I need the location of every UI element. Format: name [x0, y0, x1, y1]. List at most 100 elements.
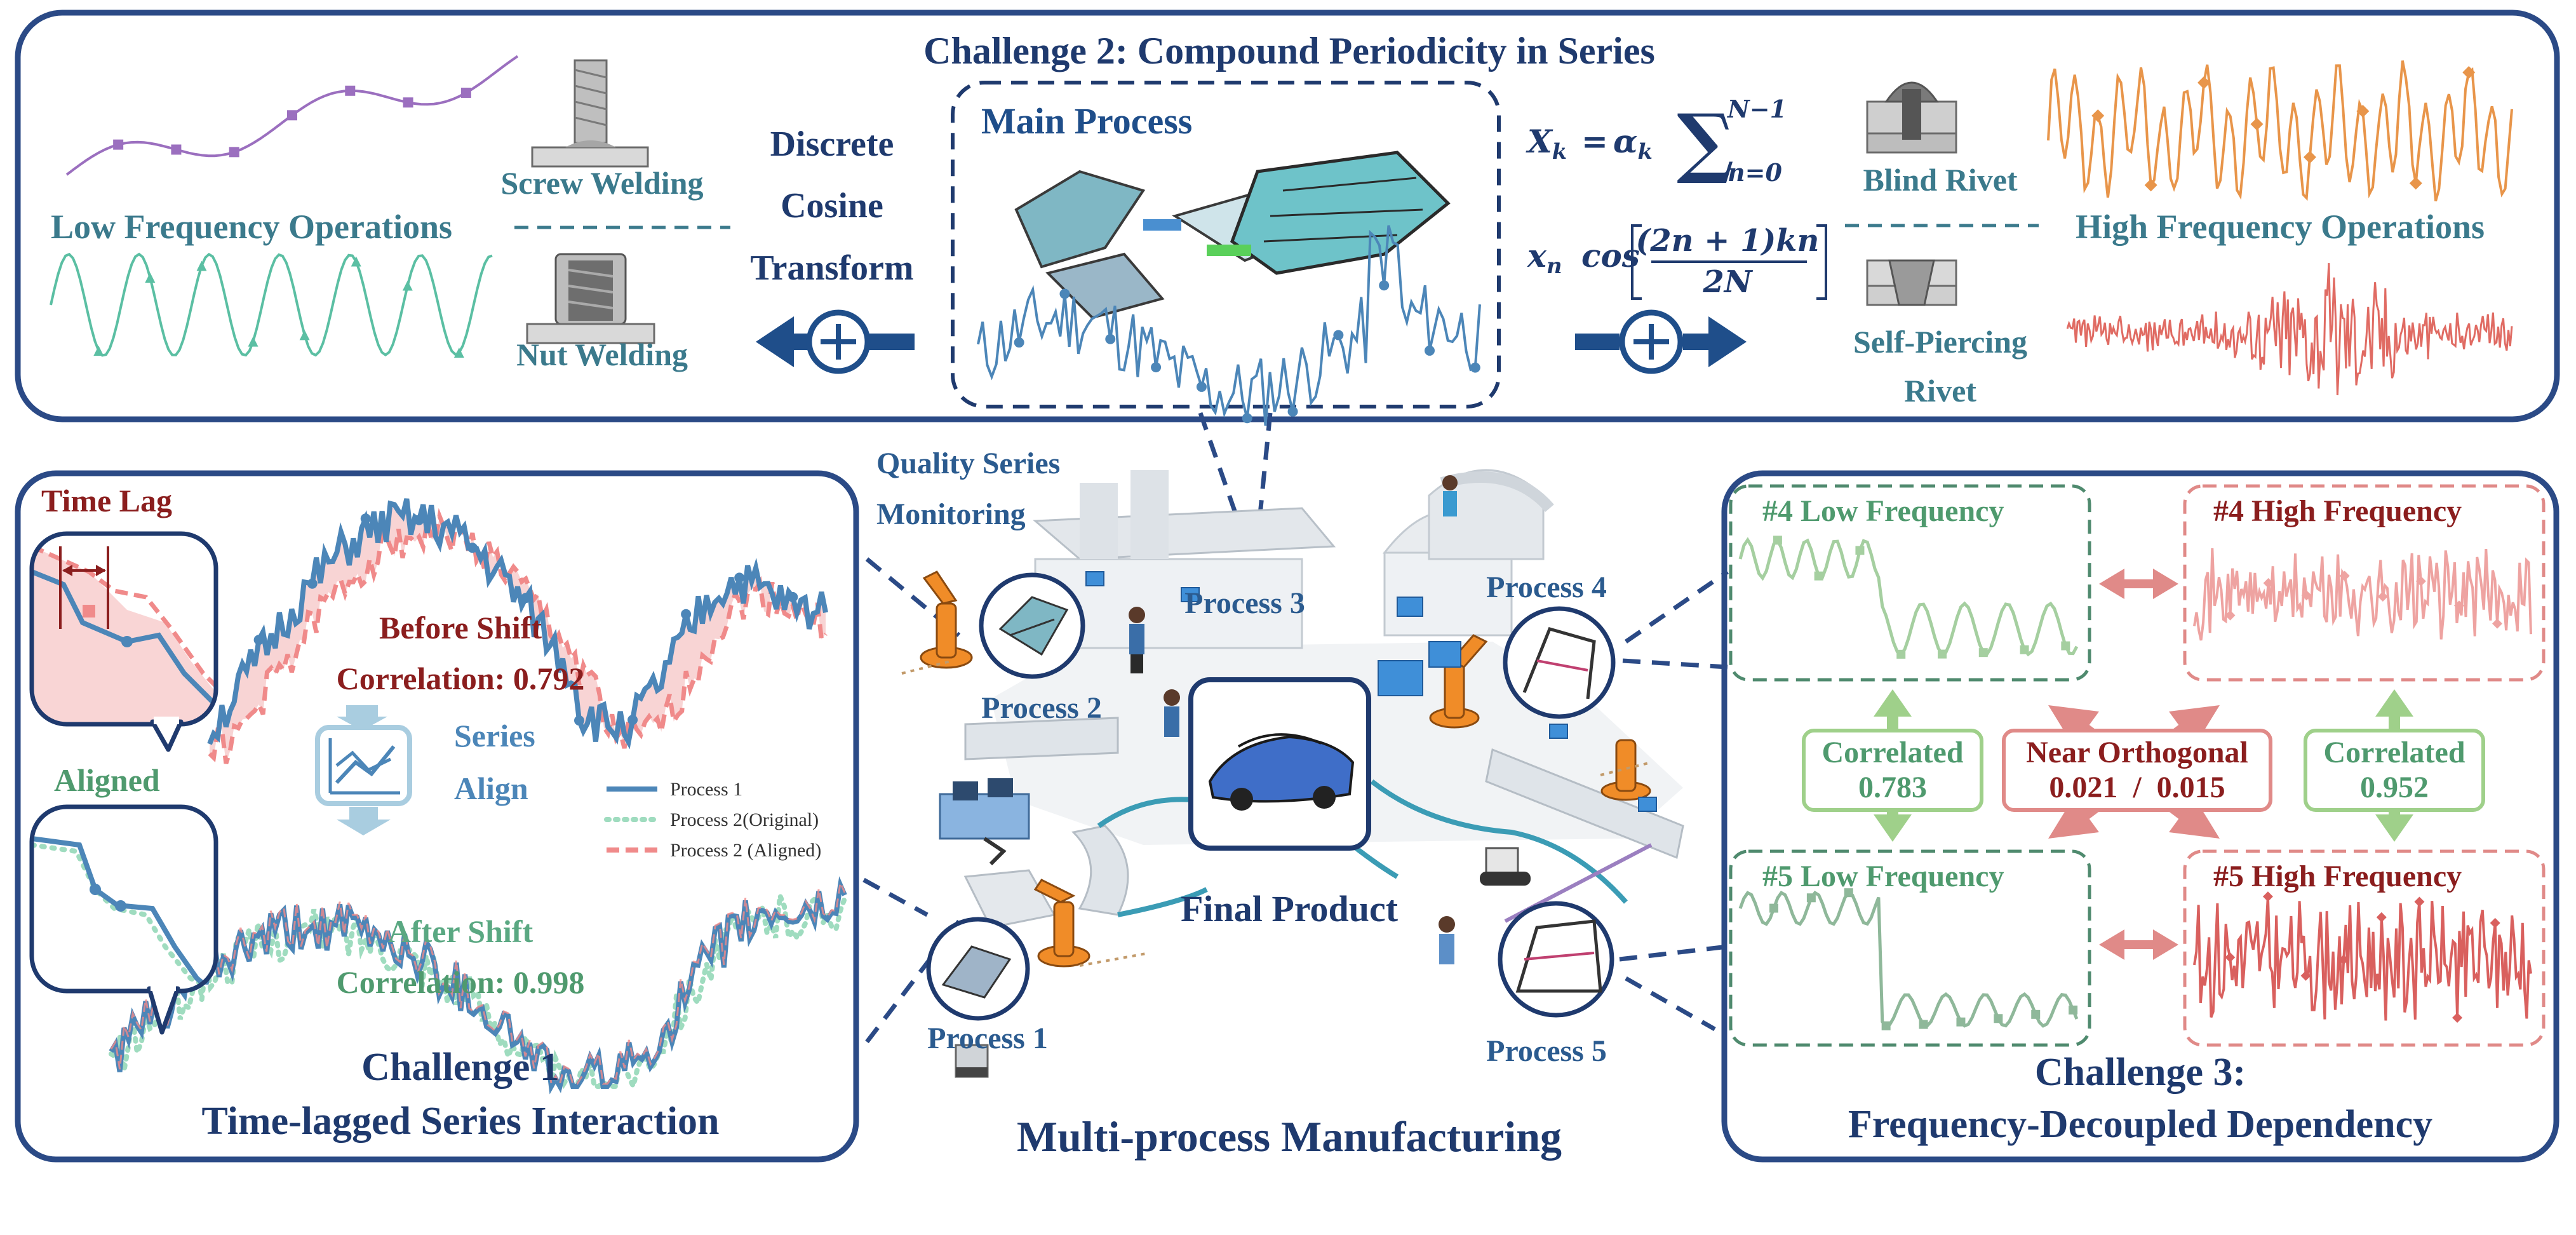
series-marker	[2414, 896, 2425, 907]
series-marker	[145, 272, 156, 283]
challenge1-title: Challenge 1	[361, 1046, 560, 1089]
p5-low-box	[1729, 849, 2091, 1047]
challenge1-legend: Process 1 Process 2(Original) Process 2 …	[604, 779, 821, 861]
series-marker	[1896, 649, 1906, 659]
series-marker	[2263, 577, 2274, 588]
nut-welding-icon	[526, 253, 655, 344]
left-correlated-label: Correlated	[1821, 736, 1963, 769]
series-marker	[520, 593, 531, 604]
p5-high-label: #5 High Frequency	[2213, 860, 2462, 893]
series-marker	[287, 110, 297, 121]
p4-low-label: #4 Low Frequency	[1762, 494, 2004, 528]
series-marker	[2452, 1012, 2463, 1023]
series-marker	[403, 97, 413, 108]
series-marker	[1014, 337, 1024, 348]
series-marker	[2490, 917, 2500, 928]
series-marker	[2303, 151, 2316, 164]
connector-process5-b	[1625, 976, 1716, 1032]
correlation-after-label: Correlation: 0.998	[337, 964, 585, 1000]
blind-rivet-label: Blind Rivet	[1863, 162, 2017, 198]
blind-rivet-icon	[1866, 81, 1957, 154]
left-plus-arrow	[756, 309, 915, 374]
main-process-series	[977, 225, 1481, 426]
series-marker	[1994, 1014, 2003, 1023]
low-frequency-series-purple-markers	[113, 85, 471, 158]
series-marker	[1844, 888, 1853, 898]
dct-line-1: Discrete	[770, 125, 894, 164]
series-marker	[467, 543, 478, 553]
series-marker	[1773, 536, 1782, 545]
left-correlated-value: 0.783	[1858, 771, 1927, 804]
series-marker	[1196, 381, 1207, 392]
aligned-label: Aligned	[54, 762, 160, 798]
series-marker	[627, 715, 638, 725]
series-marker	[2225, 610, 2236, 621]
challenge1-panel: Time Lag Before Shift Correlation: 0.792	[15, 470, 859, 1163]
p4-low-markers	[1773, 536, 2070, 659]
series-marker	[2250, 118, 2264, 131]
series-marker	[1938, 649, 1947, 659]
p5-high-box	[2183, 849, 2546, 1047]
connector-process4	[1622, 658, 1728, 670]
p4-link-arrow	[2099, 569, 2178, 599]
process1-node	[926, 917, 1030, 1021]
p4-low-box	[1729, 484, 2091, 682]
main-process-box	[951, 81, 1501, 408]
self-piercing-rivet-label-2: Rivet	[1904, 373, 1976, 408]
series-marker	[1956, 1017, 1966, 1027]
car-body-assembly-illustration	[1014, 151, 1451, 320]
svg-text:xn: xn	[1527, 237, 1562, 279]
p5-high-markers	[2225, 891, 2500, 1023]
before-shift-label: Before Shift	[379, 610, 542, 645]
near-orthogonal-box	[2002, 729, 2272, 812]
quality-monitoring-label-1: Quality Series	[876, 447, 1060, 480]
screw-welding-icon	[531, 59, 649, 168]
series-marker	[1769, 903, 1778, 913]
p4-low-series	[1738, 537, 2079, 657]
low-frequency-series-mint-markers	[93, 256, 464, 358]
process4-node	[1503, 606, 1616, 719]
series-marker	[1881, 1021, 1891, 1030]
series-marker	[1379, 280, 1390, 291]
svg-text:(2n + 1)kn: (2n + 1)kn	[1636, 223, 1820, 259]
lag-band	[210, 499, 826, 764]
multi-process-manufacturing-title: Multi-process Manufacturing	[1017, 1112, 1562, 1161]
series-marker	[1105, 334, 1116, 344]
series-marker	[2091, 109, 2105, 123]
series-marker	[2409, 177, 2422, 190]
series-marker	[229, 147, 239, 158]
series-marker	[2492, 618, 2502, 629]
right-correlated-value: 0.952	[2360, 771, 2429, 804]
series-marker	[2453, 600, 2464, 611]
right-plus-arrow	[1575, 309, 1747, 374]
connector-main-process	[1198, 412, 1247, 541]
series-marker	[345, 85, 356, 96]
challenge1-frame	[15, 470, 859, 1163]
challenge2-title: Challenge 2: Compound Periodicity in Ser…	[923, 30, 1655, 72]
series-marker	[2338, 954, 2349, 965]
process1-markers-before	[253, 513, 798, 726]
connector-process5	[1619, 944, 1728, 962]
manufacturing-center: Quality Series Monitoring	[862, 412, 1729, 1161]
series-marker	[2225, 952, 2236, 963]
process2-node	[979, 572, 1085, 679]
series-marker	[2339, 570, 2350, 581]
series-marker	[2144, 179, 2157, 192]
right-correlated-box	[2304, 729, 2485, 812]
dct-line-3: Transform	[750, 248, 913, 288]
dct-line-2: Cosine	[781, 186, 883, 226]
series-align-label-1: Series	[454, 718, 535, 753]
series-marker	[2031, 1009, 2041, 1019]
series-marker	[2069, 1005, 2078, 1015]
series-marker	[1806, 893, 1816, 903]
series-marker	[2300, 970, 2311, 981]
high-frequency-operations-label: High Frequency Operations	[2076, 208, 2485, 246]
challenge3-panel: #4 Low Frequency #4 High Frequency #5 Lo…	[1721, 470, 2559, 1163]
series-align-icon	[315, 705, 412, 835]
near-orthogonal-label: Near Orthogonal	[2026, 736, 2248, 769]
aligned-zoom-callout: Aligned	[29, 762, 218, 1035]
time-lag-label: Time Lag	[41, 483, 172, 518]
svg-text:αk: αk	[1613, 123, 1653, 165]
p5-link-arrow	[2099, 929, 2178, 960]
